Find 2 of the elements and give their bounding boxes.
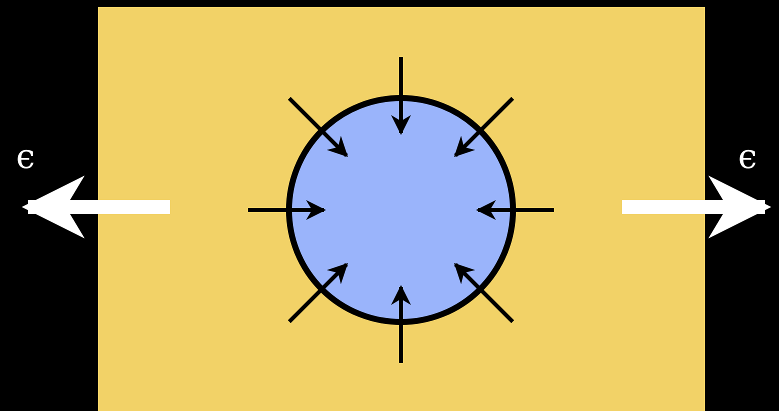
strain-symbol: ϵ: [738, 140, 758, 174]
strain-symbol: ϵ: [16, 140, 36, 174]
